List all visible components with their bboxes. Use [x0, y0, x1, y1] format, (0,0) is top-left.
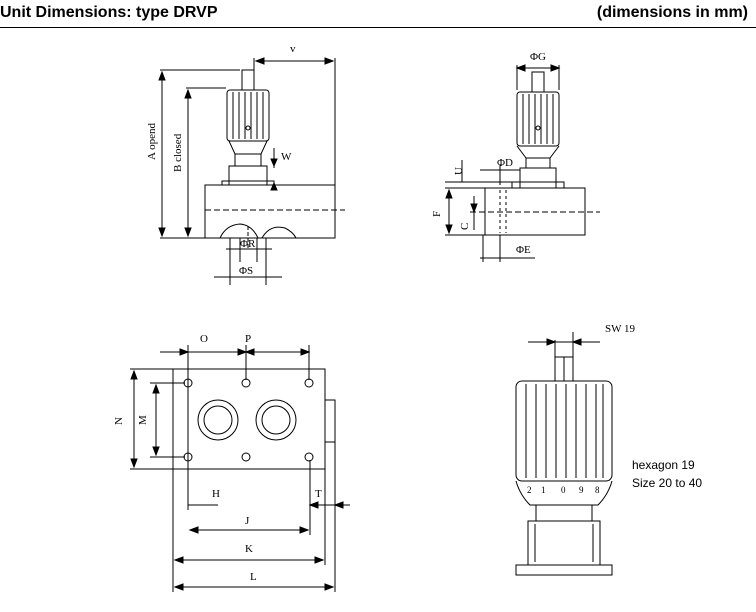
- knob-screw: [245, 125, 251, 131]
- arrow-head: [237, 348, 248, 356]
- page-title: Unit Dimensions: type DRVP: [0, 4, 218, 21]
- bolt-hole: [304, 452, 314, 462]
- arrow-head: [152, 383, 160, 394]
- bolt-hole: [241, 452, 251, 462]
- label-E: ΦE: [516, 244, 531, 256]
- front-taper: [516, 145, 560, 159]
- label-L: L: [250, 571, 257, 583]
- side-view: [158, 57, 345, 285]
- header-divider: [0, 27, 756, 28]
- side-bore-right: [261, 226, 297, 239]
- arrow-head: [158, 227, 166, 238]
- knob-detail: [515, 332, 613, 576]
- arrow-head: [515, 64, 526, 72]
- arrow-head: [184, 227, 192, 238]
- label-J: J: [245, 515, 250, 527]
- arrow-head: [152, 446, 160, 457]
- bottom-knob-stub: [324, 399, 336, 443]
- label-U: U: [453, 167, 465, 175]
- header: Unit Dimensions: type DRVP (dimensions i…: [0, 4, 756, 26]
- arrow-head: [173, 556, 184, 564]
- label-T: T: [315, 488, 322, 500]
- label-G: ΦG: [530, 51, 546, 63]
- arrow-head: [179, 348, 190, 356]
- scale-tick: 8: [595, 485, 600, 495]
- arrow-head: [270, 158, 278, 168]
- label-R: ΦR: [240, 238, 256, 250]
- bolt-hole: [241, 378, 251, 388]
- label-K: K: [245, 543, 253, 555]
- arrow-head: [158, 70, 166, 81]
- arrow-head: [445, 188, 453, 199]
- side-valve-body: [204, 184, 336, 239]
- side-collar: [234, 153, 262, 167]
- front-view: [445, 64, 600, 262]
- arrow-head: [314, 556, 325, 564]
- label-H: H: [212, 488, 220, 500]
- label-W: W: [281, 151, 292, 163]
- label-F: F: [431, 211, 443, 217]
- arrow-head: [299, 526, 310, 534]
- arrow-head: [270, 181, 278, 191]
- label-O: O: [200, 333, 208, 345]
- arrow-head: [308, 501, 319, 509]
- detail-bonnet: [527, 520, 601, 566]
- arrow-head: [254, 57, 265, 65]
- arrow-head: [300, 348, 311, 356]
- bolt-hole: [304, 378, 314, 388]
- arrow-head: [324, 57, 335, 65]
- label-M: M: [137, 415, 149, 425]
- label-v: v: [290, 43, 296, 55]
- arrow-head: [571, 338, 582, 346]
- arrow-head: [130, 369, 138, 380]
- side-stem: [241, 69, 255, 91]
- side-bonnet-flange: [221, 180, 275, 186]
- detail-collar: [535, 504, 593, 522]
- arrow-head: [546, 338, 557, 346]
- arrow-head: [173, 583, 184, 591]
- arrow-head: [324, 583, 335, 591]
- port-left-inner: [203, 405, 233, 435]
- label-SW: SW 19: [605, 323, 636, 335]
- arrow-head: [184, 88, 192, 99]
- label-A: A opend: [146, 123, 158, 160]
- arrow-head: [470, 203, 478, 214]
- port-right-outer: [255, 399, 297, 441]
- bottom-view: [130, 345, 350, 592]
- label-B: B closed: [172, 133, 184, 172]
- label-P: P: [245, 333, 251, 345]
- port-right-inner: [261, 405, 291, 435]
- side-bore-left: [219, 223, 259, 239]
- arrow-head: [244, 348, 255, 356]
- label-N: N: [113, 417, 125, 425]
- knob-screw: [535, 125, 541, 131]
- scale-tick: 1: [541, 485, 546, 495]
- arrow-head: [188, 526, 199, 534]
- side-taper: [228, 140, 268, 155]
- detail-base: [515, 564, 613, 576]
- scale-tick: 9: [579, 485, 584, 495]
- detail-knob: [515, 380, 613, 482]
- front-collar: [525, 157, 551, 169]
- label-S: ΦS: [239, 265, 253, 277]
- label-D: ΦD: [497, 157, 513, 169]
- units-note: (dimensions in mm): [596, 4, 748, 21]
- hexagon-note: hexagon 19: [632, 458, 695, 472]
- scale-tick: 0: [561, 485, 566, 495]
- size-note: Size 20 to 40: [632, 476, 703, 490]
- side-bonnet: [228, 165, 268, 186]
- front-bonnet: [519, 167, 557, 189]
- arrow-head: [333, 501, 344, 509]
- front-bonnet-flange: [511, 181, 565, 189]
- arrow-head: [550, 64, 561, 72]
- arrow-head: [130, 458, 138, 469]
- front-stem: [531, 71, 545, 93]
- label-C: C: [459, 223, 471, 230]
- scale-tick: 2: [527, 485, 532, 495]
- arrow-head: [445, 224, 453, 235]
- port-left-outer: [197, 399, 239, 441]
